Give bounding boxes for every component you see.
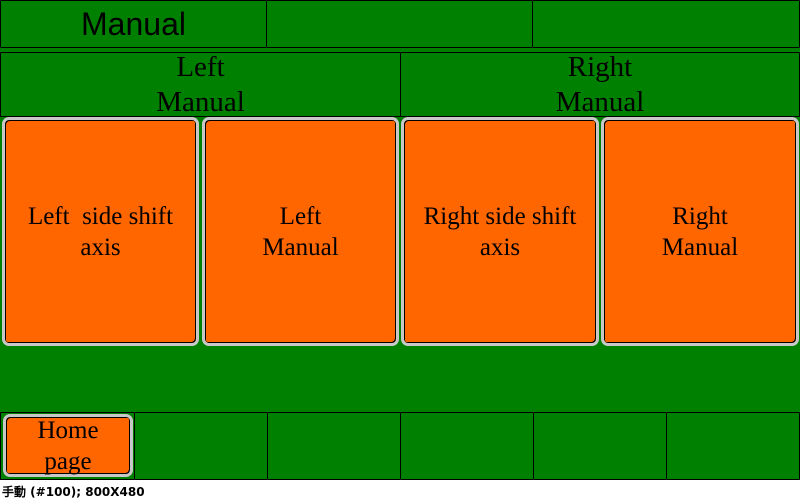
left-side-shift-axis-button[interactable]: Left side shift axis xyxy=(2,117,199,346)
right-group-header: Right Manual xyxy=(400,50,800,118)
left-manual-label-line2: Manual xyxy=(262,233,339,261)
left-group-label-line2: Manual xyxy=(156,85,245,118)
left-side-shift-axis-label-line1: Left side shift xyxy=(27,202,174,230)
right-group-label-line1: Right xyxy=(567,50,633,83)
footer-cell-2 xyxy=(134,412,268,480)
right-side-shift-axis-label-line2: axis xyxy=(479,233,521,261)
footer-cell-3 xyxy=(267,412,401,480)
right-group-label-line2: Manual xyxy=(555,85,645,118)
left-group-label-line1: Left xyxy=(176,50,225,83)
header-title-cell: Manual xyxy=(0,0,267,48)
header-empty-cell-2 xyxy=(532,0,800,48)
hmi-screen: Manual Left Manual Right Manual Left sid… xyxy=(0,0,800,480)
home-page-button[interactable]: Home page xyxy=(3,414,133,477)
footer-cell-6 xyxy=(666,412,800,480)
footer-cell-4 xyxy=(400,412,534,480)
right-manual-button[interactable]: Right Manual xyxy=(601,117,799,346)
home-page-label-line1: Home xyxy=(37,416,99,444)
right-manual-label-line2: Manual xyxy=(661,233,739,261)
footer-cell-5 xyxy=(533,412,667,480)
right-side-shift-axis-label-line1: Right side shift xyxy=(423,202,577,230)
screen-info-caption: 手動 (#100); 800X480 xyxy=(2,485,145,499)
left-manual-button[interactable]: Left Manual xyxy=(202,117,399,346)
right-side-shift-axis-button[interactable]: Right side shift axis xyxy=(401,117,599,346)
page-title: Manual xyxy=(81,5,186,42)
left-group-label: Left Manual xyxy=(1,50,400,118)
right-group-label: Right Manual xyxy=(401,50,799,118)
home-page-label-line2: page xyxy=(44,447,92,475)
left-group-header: Left Manual xyxy=(0,50,401,118)
left-side-shift-axis-label-line2: axis xyxy=(80,233,121,261)
left-manual-label-line1: Left xyxy=(279,202,322,230)
header-empty-cell-1 xyxy=(266,0,533,48)
right-manual-label-line1: Right xyxy=(672,202,728,230)
